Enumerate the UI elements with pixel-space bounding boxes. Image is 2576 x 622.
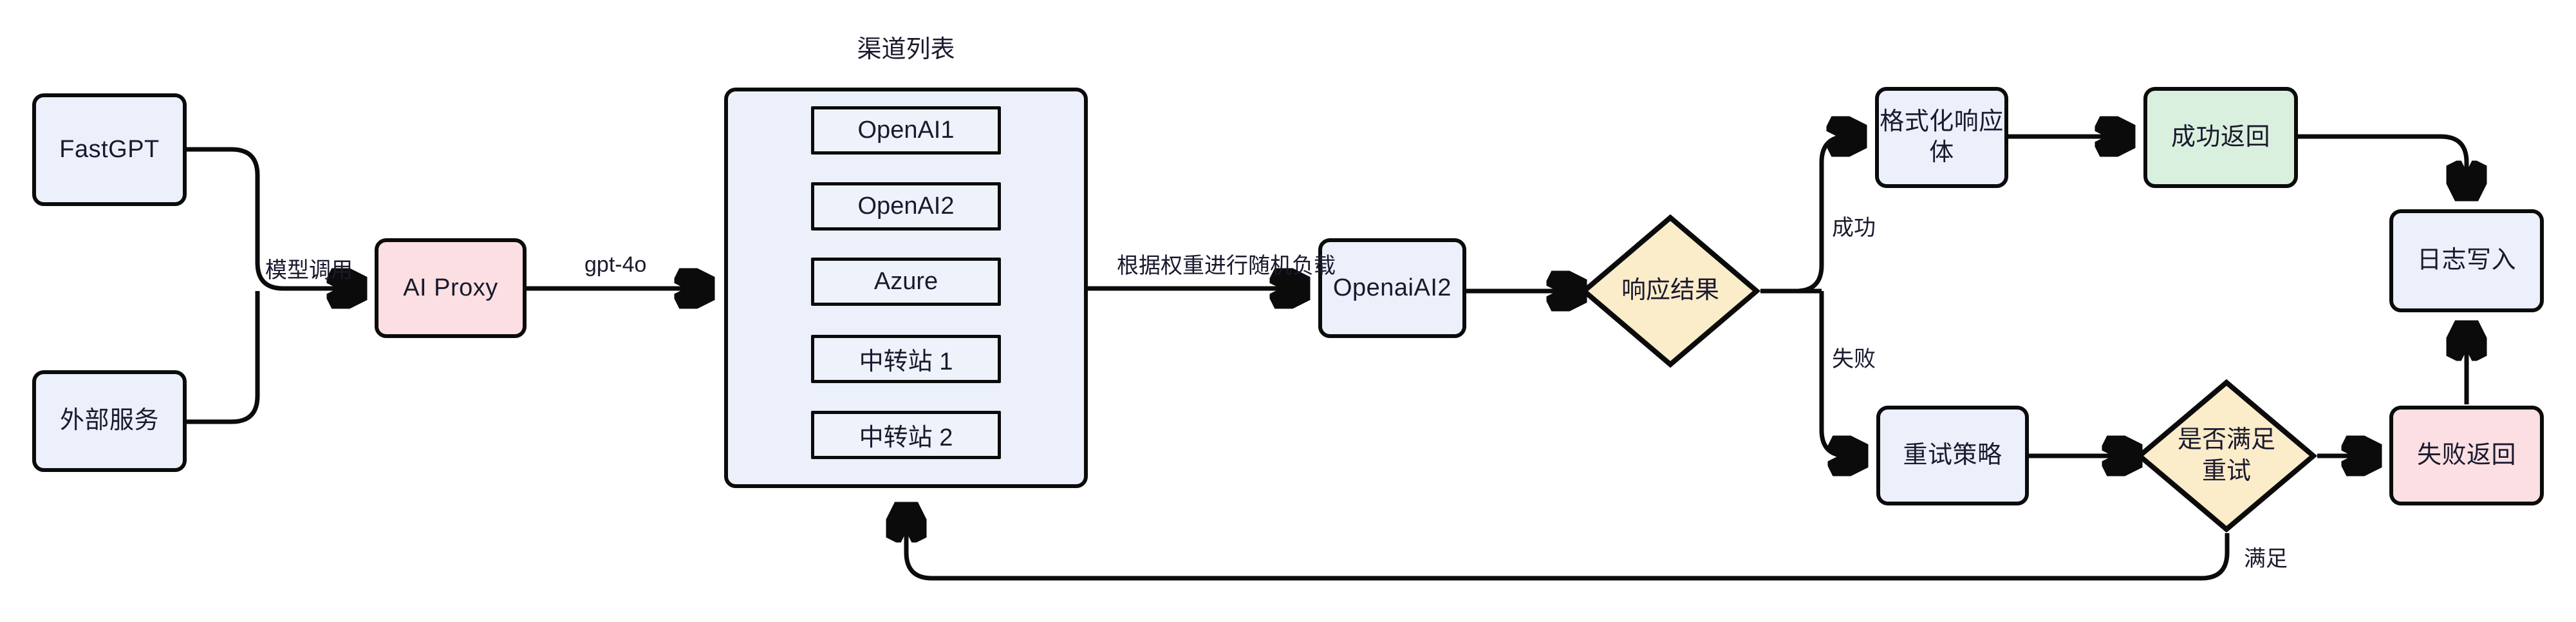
channel-item-2-label: Azure: [873, 268, 938, 295]
node-external-service[interactable]: 外部服务: [32, 370, 187, 472]
edge-label-failure: 失败: [1832, 347, 1876, 372]
node-success-return-label: 成功返回: [2170, 123, 2270, 151]
edge-label-model-call: 模型调用: [265, 258, 353, 283]
node-retry-policy[interactable]: 重试策略: [1876, 406, 2029, 505]
node-retry-policy-label: 重试策略: [1903, 441, 2002, 469]
node-external-service-label: 外部服务: [59, 407, 159, 435]
node-log-write[interactable]: 日志写入: [2389, 209, 2544, 312]
decision-response-result-label: 响应结果: [1621, 277, 1719, 305]
node-format-response-body-label: 格式化响应体: [1880, 108, 2004, 166]
node-fastgpt-label: FastGPT: [59, 135, 160, 163]
edge-label-weighted-random-load: 根据权重进行随机负载: [1117, 254, 1336, 278]
channel-item-1-label: OpenAI2: [857, 193, 955, 220]
node-ai-proxy[interactable]: AI Proxy: [375, 238, 527, 338]
decision-retry-condition[interactable]: 是否满足 重试: [2136, 379, 2317, 533]
edge-label-satisfied: 满足: [2244, 547, 2288, 571]
channel-item-4-label: 中转站 2: [859, 424, 953, 451]
node-format-response-body[interactable]: 格式化响应体: [1875, 87, 2008, 188]
channel-item-2[interactable]: Azure: [811, 258, 1001, 306]
decision-retry-condition-label-line2: 重试: [2201, 458, 2251, 485]
node-failure-return-label: 失败返回: [2416, 441, 2516, 469]
node-fastgpt[interactable]: FastGPT: [32, 93, 187, 206]
node-openai-ai2-label: OpenaiAI2: [1332, 274, 1452, 301]
node-ai-proxy-label: AI Proxy: [403, 274, 498, 301]
channel-item-0-label: OpenAI1: [857, 117, 955, 144]
decision-response-result[interactable]: 响应结果: [1580, 214, 1760, 368]
edge-label-success: 成功: [1832, 216, 1876, 240]
channel-item-0[interactable]: OpenAI1: [811, 106, 1001, 155]
node-log-write-label: 日志写入: [2416, 247, 2516, 274]
channel-item-3[interactable]: 中转站 1: [811, 335, 1001, 383]
node-openai-ai2[interactable]: OpenaiAI2: [1318, 238, 1466, 338]
node-success-return[interactable]: 成功返回: [2143, 87, 2298, 188]
channel-item-4[interactable]: 中转站 2: [811, 411, 1001, 459]
edge-label-gpt-4o: gpt-4o: [584, 252, 647, 277]
channel-item-3-label: 中转站 1: [859, 348, 953, 375]
node-failure-return[interactable]: 失败返回: [2389, 406, 2544, 505]
channel-list-title: 渠道列表: [857, 36, 955, 63]
decision-retry-condition-label-line1: 是否满足: [2177, 426, 2275, 453]
channel-item-1[interactable]: OpenAI2: [811, 182, 1001, 231]
